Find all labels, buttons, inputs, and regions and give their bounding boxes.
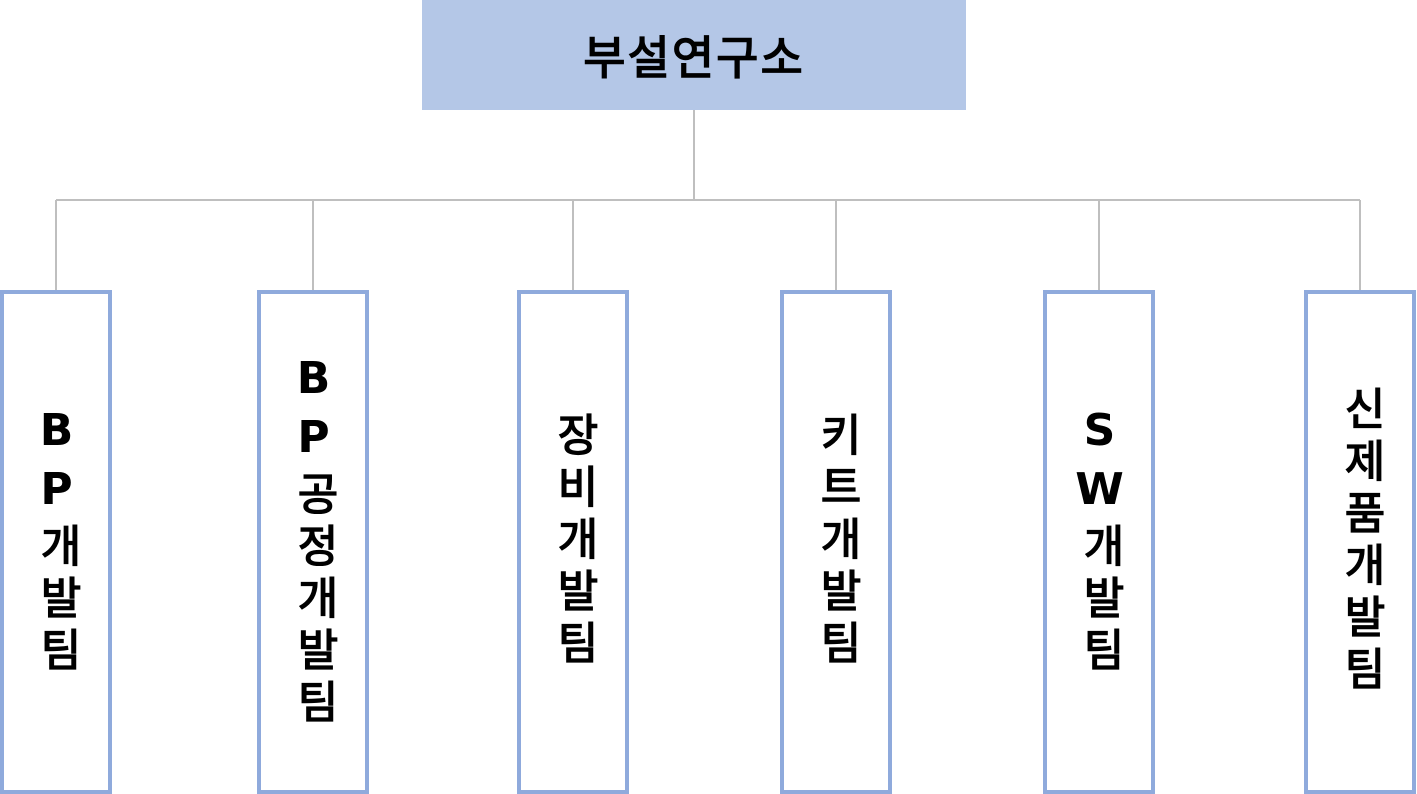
team-node-label: SW개발팀 (1074, 405, 1125, 679)
team-node-bp-process-development: BP공정개발팀 (257, 290, 369, 794)
team-node-label: 신제품개발팀 (1335, 386, 1386, 698)
root-node-research-institute: 부설연구소 (422, 0, 966, 110)
team-node-new-product-development: 신제품개발팀 (1304, 290, 1416, 794)
team-node-equipment-development: 장비개발팀 (517, 290, 629, 794)
team-node-label: 장비개발팀 (548, 412, 599, 672)
team-node-sw-development: SW개발팀 (1043, 290, 1155, 794)
team-node-bp-development: BP개발팀 (0, 290, 112, 794)
team-node-kit-development: 키트개발팀 (780, 290, 892, 794)
team-node-label: BP공정개발팀 (288, 353, 339, 731)
root-node-label: 부설연구소 (583, 31, 805, 85)
team-node-label: 키트개발팀 (811, 412, 862, 672)
team-node-label: BP개발팀 (31, 405, 82, 679)
